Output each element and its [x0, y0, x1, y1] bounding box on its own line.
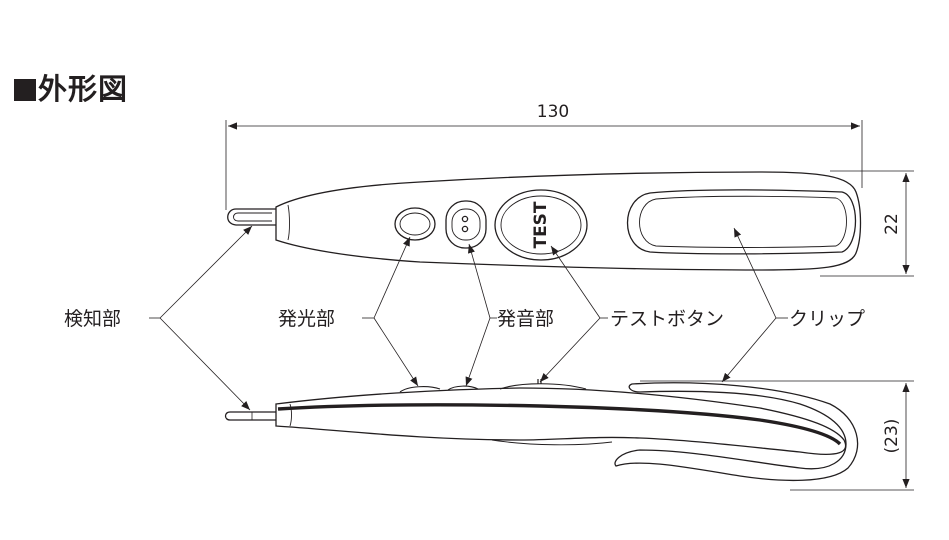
length-dimension: [225, 120, 863, 210]
title-text: 外形図: [38, 72, 129, 106]
title-square-icon: [14, 79, 36, 101]
clip-top: [627, 189, 857, 255]
depth-value: (23): [882, 419, 902, 454]
tester-top-view: [227, 171, 862, 271]
light-window: [394, 207, 436, 241]
length-value: 130: [537, 102, 569, 122]
width-value: 22: [882, 213, 902, 235]
test-button: [494, 189, 588, 261]
label-light: 発光部: [278, 308, 335, 330]
label-sound: 発音部: [497, 308, 554, 330]
probe-tip-side: [224, 411, 276, 421]
clip-side: [614, 382, 859, 482]
label-test-button: テストボタン: [610, 308, 724, 330]
label-detector: 検知部: [64, 308, 121, 330]
depth-dimension: [640, 380, 914, 491]
test-button-text: TEST: [531, 201, 551, 248]
body-outline-top: [275, 171, 862, 271]
sound-window: [445, 200, 487, 249]
width-dimension: [820, 170, 914, 277]
probe-tip-top: [227, 208, 276, 226]
label-clip: クリップ: [789, 308, 865, 330]
body-outline-side: [275, 387, 847, 455]
tester-side-view: [224, 379, 859, 482]
diagram-title: 外形図: [14, 66, 128, 108]
leader-lines: [149, 225, 788, 411]
